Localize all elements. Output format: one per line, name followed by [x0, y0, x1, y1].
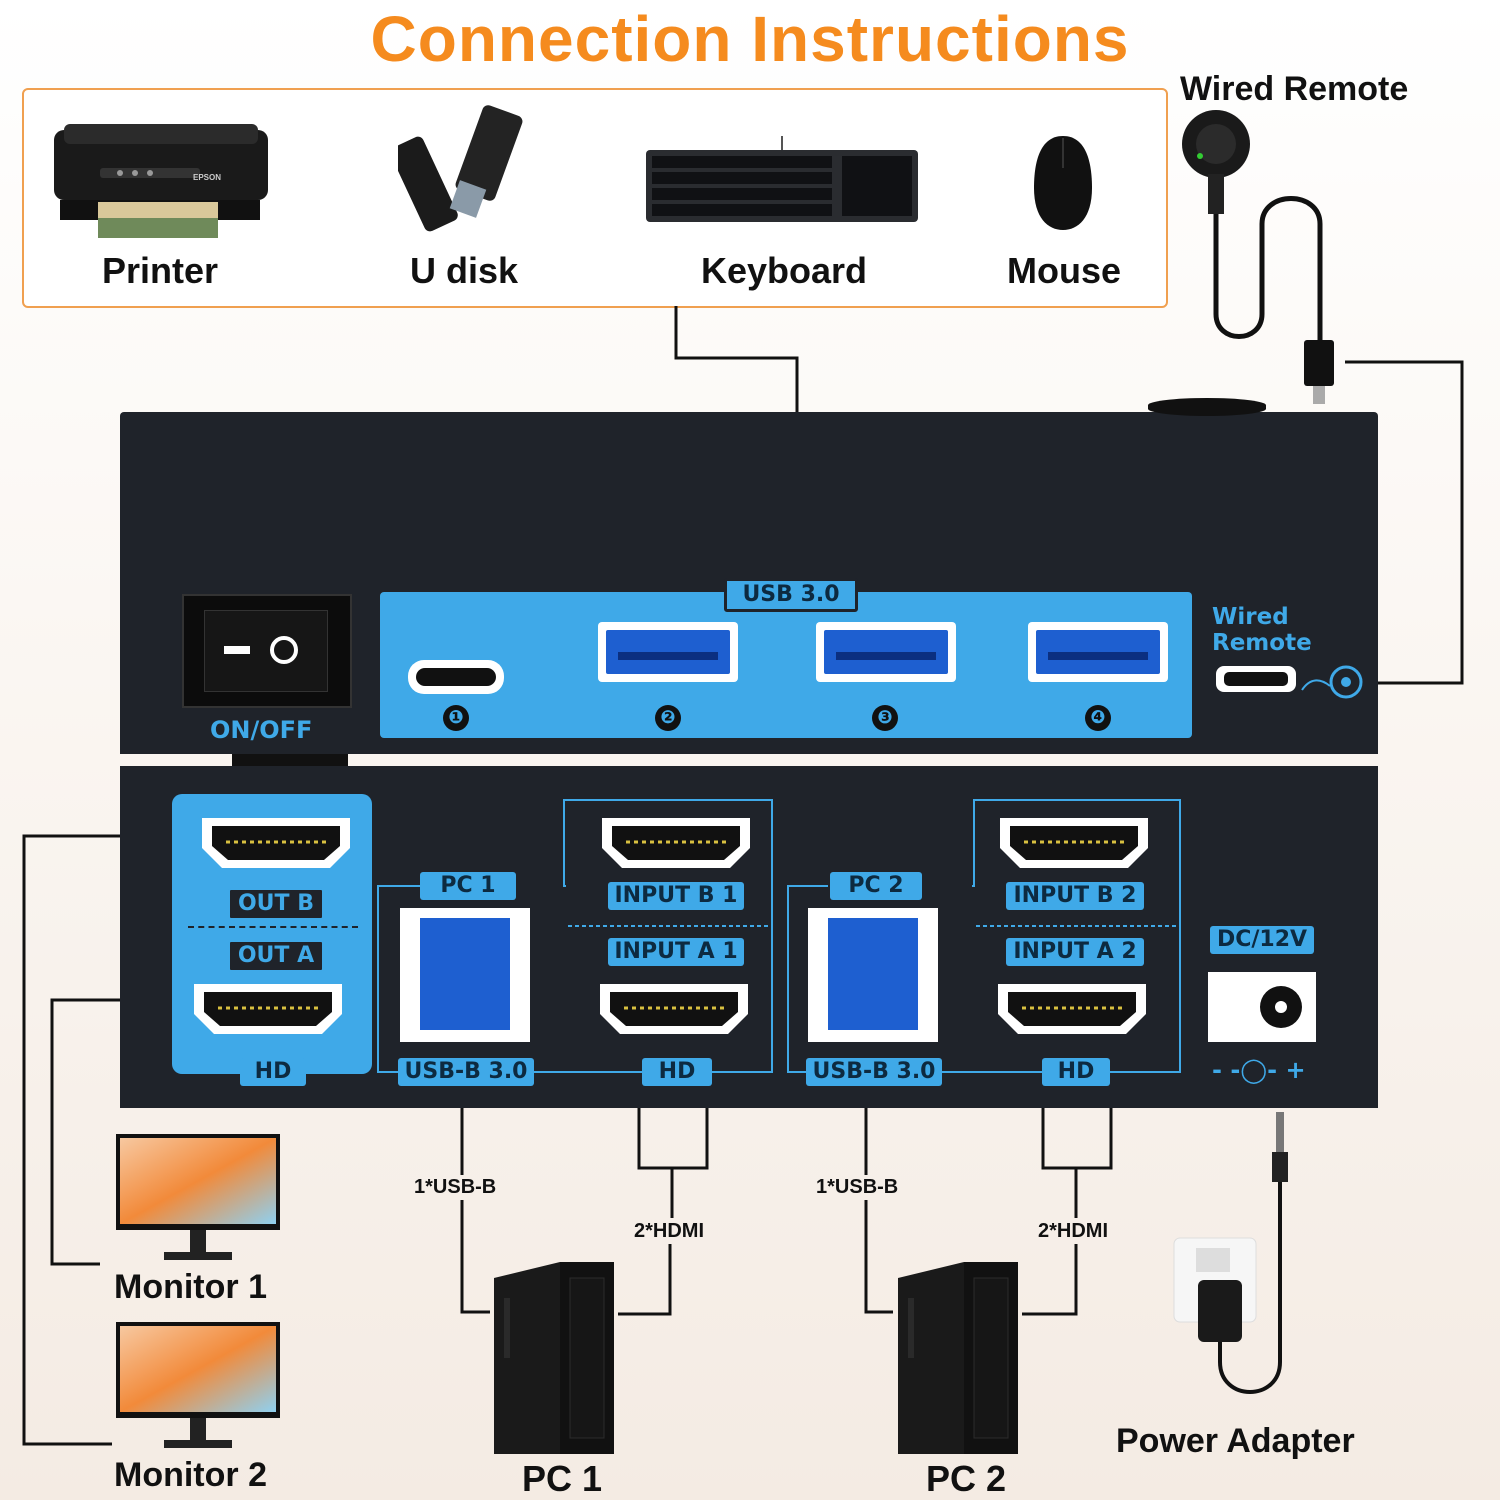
power-adapter-icon [1173, 1112, 1288, 1394]
usbb-label-pc1: USB-B 3.0 [398, 1058, 534, 1086]
peripheral-label-keyboard: Keyboard [700, 250, 868, 291]
switch-on-mark [270, 636, 298, 664]
peripheral-label-udisk: U disk [409, 250, 519, 291]
port-number-2: ❷ [655, 705, 681, 731]
pc1-hd-label: HD [642, 1058, 712, 1086]
hdmi-port-out-b[interactable] [196, 814, 356, 872]
remote-knob [1148, 398, 1266, 416]
input-b2-label: INPUT B 2 [1006, 882, 1144, 910]
power-switch[interactable] [182, 594, 352, 708]
switch-off-mark [224, 646, 250, 654]
cable-label-usbb-pc2: 1*USB-B [816, 1176, 899, 1198]
port-number-4: ❹ [1085, 705, 1111, 731]
peripheral-label-printer: Printer [101, 250, 219, 291]
hdmi-port-input-a1[interactable] [594, 980, 754, 1038]
hdmi-port-out-a[interactable] [188, 980, 348, 1038]
peripheral-label-mouse: Mouse [1006, 250, 1121, 291]
input-a1-label: INPUT A 1 [608, 938, 744, 966]
usb-a-port-2[interactable] [598, 622, 738, 682]
monitor-2-icon [116, 1322, 280, 1448]
polarity-label: - -◯- + [1212, 1056, 1306, 1084]
input-a2-label: INPUT A 2 [1006, 938, 1144, 966]
dc-power-jack[interactable] [1208, 972, 1316, 1042]
port-number-3: ❸ [872, 705, 898, 731]
usb-a-port-3[interactable] [816, 622, 956, 682]
printer-icon [54, 124, 268, 238]
pc-2-label: PC 2 [926, 1458, 1007, 1499]
printer-brand: EPSON [193, 173, 222, 182]
output-hd-label: HD [240, 1058, 306, 1086]
mouse-icon [1034, 136, 1092, 230]
usb-header-tag: USB 3.0 [724, 578, 858, 612]
hdmi-port-input-a2[interactable] [992, 980, 1152, 1038]
port-number-1: ❶ [443, 705, 469, 731]
input-b1-label: INPUT B 1 [608, 882, 744, 910]
monitor-1-label: Monitor 1 [114, 1268, 267, 1306]
usb-c-port[interactable] [408, 660, 504, 694]
remote-symbol-icon [1301, 665, 1363, 699]
pc-2-tower-icon [898, 1262, 1018, 1454]
usb-drive-icon [398, 105, 523, 232]
cable-label-usbb-pc1: 1*USB-B [414, 1176, 497, 1198]
pc-1-tower-icon [494, 1262, 614, 1454]
cable-label-hdmi-pc1: 2*HDMI [634, 1220, 705, 1242]
dc-label: DC/12V [1210, 926, 1314, 954]
device-foot [232, 754, 348, 766]
usb-b-port-pc2[interactable] [808, 908, 938, 1042]
usbb-label-pc2: USB-B 3.0 [806, 1058, 942, 1086]
keyboard-icon [646, 136, 918, 222]
wired-remote-label: Wired Remote [1180, 70, 1409, 108]
monitor-2-label: Monitor 2 [114, 1456, 267, 1494]
switch-label: ON/OFF [210, 716, 313, 744]
usb-a-port-4[interactable] [1028, 622, 1168, 682]
pc2-tag: PC 2 [830, 872, 922, 900]
power-adapter-label: Power Adapter [1116, 1422, 1355, 1460]
out-b-label: OUT B [228, 888, 324, 920]
pc2-hd-label: HD [1042, 1058, 1110, 1086]
out-a-label: OUT A [228, 940, 324, 972]
monitor-1-icon [116, 1134, 280, 1260]
usb-b-port-pc1[interactable] [400, 908, 530, 1042]
page-title: Connection Instructions [370, 3, 1130, 75]
output-divider [188, 926, 358, 928]
remote-port-label-line2: Remote [1212, 630, 1312, 656]
cable-label-hdmi-pc2: 2*HDMI [1038, 1220, 1109, 1242]
pc1-tag: PC 1 [420, 872, 516, 900]
wired-remote-icon [1182, 110, 1334, 404]
pc-1-label: PC 1 [522, 1458, 603, 1499]
hdmi-port-input-b1[interactable] [596, 814, 756, 872]
remote-port-label-line1: Wired [1212, 604, 1289, 630]
hdmi-port-input-b2[interactable] [994, 814, 1154, 872]
micro-usb-remote-port[interactable] [1216, 666, 1296, 692]
